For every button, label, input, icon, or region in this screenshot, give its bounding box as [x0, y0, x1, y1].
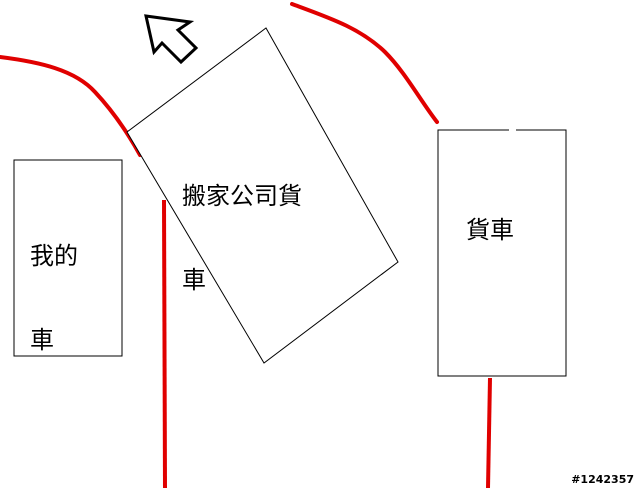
my-car-label-line2: 車: [30, 326, 54, 354]
truck-label-text: 貨車: [466, 216, 514, 244]
my-car-label: 我的 車: [30, 186, 78, 410]
moving-truck-box: [126, 27, 399, 364]
moving-truck-label-line2: 車: [182, 266, 206, 294]
moving-truck-label: 搬家公司貨 車: [182, 126, 302, 350]
curb-top-right: [290, 2, 439, 124]
truck-label: 貨車: [466, 160, 514, 300]
watermark: #1242357: [571, 473, 634, 486]
my-car-box: [13, 159, 123, 357]
arrow-up-left-icon: [144, 14, 199, 65]
curb-left-vertical: [162, 199, 167, 488]
truck-box: [437, 129, 567, 377]
curb-top-left: [0, 55, 142, 157]
moving-truck-label-line1: 搬家公司貨: [182, 182, 302, 210]
curb-right-vertical: [486, 377, 492, 488]
my-car-label-line1: 我的: [30, 242, 78, 270]
